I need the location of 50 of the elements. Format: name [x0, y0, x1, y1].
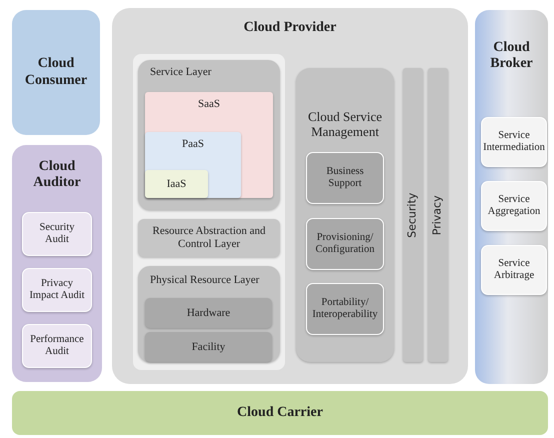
box-label: IaaS: [166, 178, 188, 190]
layer-box: [138, 266, 280, 362]
box-label: SaaS: [197, 98, 221, 111]
actor-panel: [12, 145, 102, 382]
box-label: Privacy Impact Audit: [28, 278, 86, 302]
box-label: Security Audit: [38, 222, 76, 246]
vertical-bar: [403, 68, 423, 362]
vertical-label: Privacy: [432, 195, 444, 235]
audit-box: [22, 324, 92, 368]
audit-box: [22, 212, 92, 256]
audit-box: [22, 268, 92, 312]
box-label: Portability/ Interoperability: [311, 296, 379, 322]
function-box: [306, 218, 384, 270]
function-box: [306, 283, 384, 335]
box-label: Facility: [190, 340, 226, 354]
box-title: Cloud Consumer: [24, 56, 88, 89]
box-title: Cloud Broker: [489, 40, 534, 72]
box-label: Hardware: [186, 306, 232, 320]
box-label: Service Intermediation: [482, 130, 546, 154]
vertical-label: Security: [406, 192, 420, 238]
actor-panel: [12, 10, 100, 135]
box-label: Physical Resource Layer: [149, 274, 260, 287]
service-model-box: [145, 132, 241, 198]
box-label: Resource Abstraction and Control Layer: [151, 225, 267, 251]
service-model-box: [145, 92, 273, 198]
broker-service-box: [481, 181, 547, 231]
box-title: Cloud Carrier: [236, 404, 324, 422]
box-title: Cloud Service Management: [306, 110, 383, 140]
box-label: Provisioning/ Configuration: [314, 232, 376, 256]
service-model-box: [145, 170, 208, 198]
function-box: [306, 152, 384, 204]
layer-box: [138, 219, 280, 257]
box-label: Service Arbitrage: [492, 258, 536, 282]
box-label: Business Support: [325, 166, 365, 190]
broker-service-box: [481, 117, 547, 167]
resource-box: [145, 298, 272, 328]
actor-panel: [475, 10, 548, 384]
box-label: Service Layer: [149, 66, 212, 79]
carrier-band: [12, 391, 548, 435]
box-title: Cloud Provider: [242, 20, 338, 36]
provider-panel: [112, 8, 468, 384]
resource-box: [145, 332, 272, 362]
box-label: Service Aggregation: [486, 194, 542, 218]
box-label: Performance Audit: [29, 334, 85, 358]
box-label: PaaS: [181, 138, 205, 151]
broker-service-box: [481, 245, 547, 295]
management-box: [296, 68, 394, 362]
box-title: Cloud Auditor: [32, 159, 82, 192]
vertical-bar: [428, 68, 448, 362]
layer-box: [138, 60, 280, 210]
